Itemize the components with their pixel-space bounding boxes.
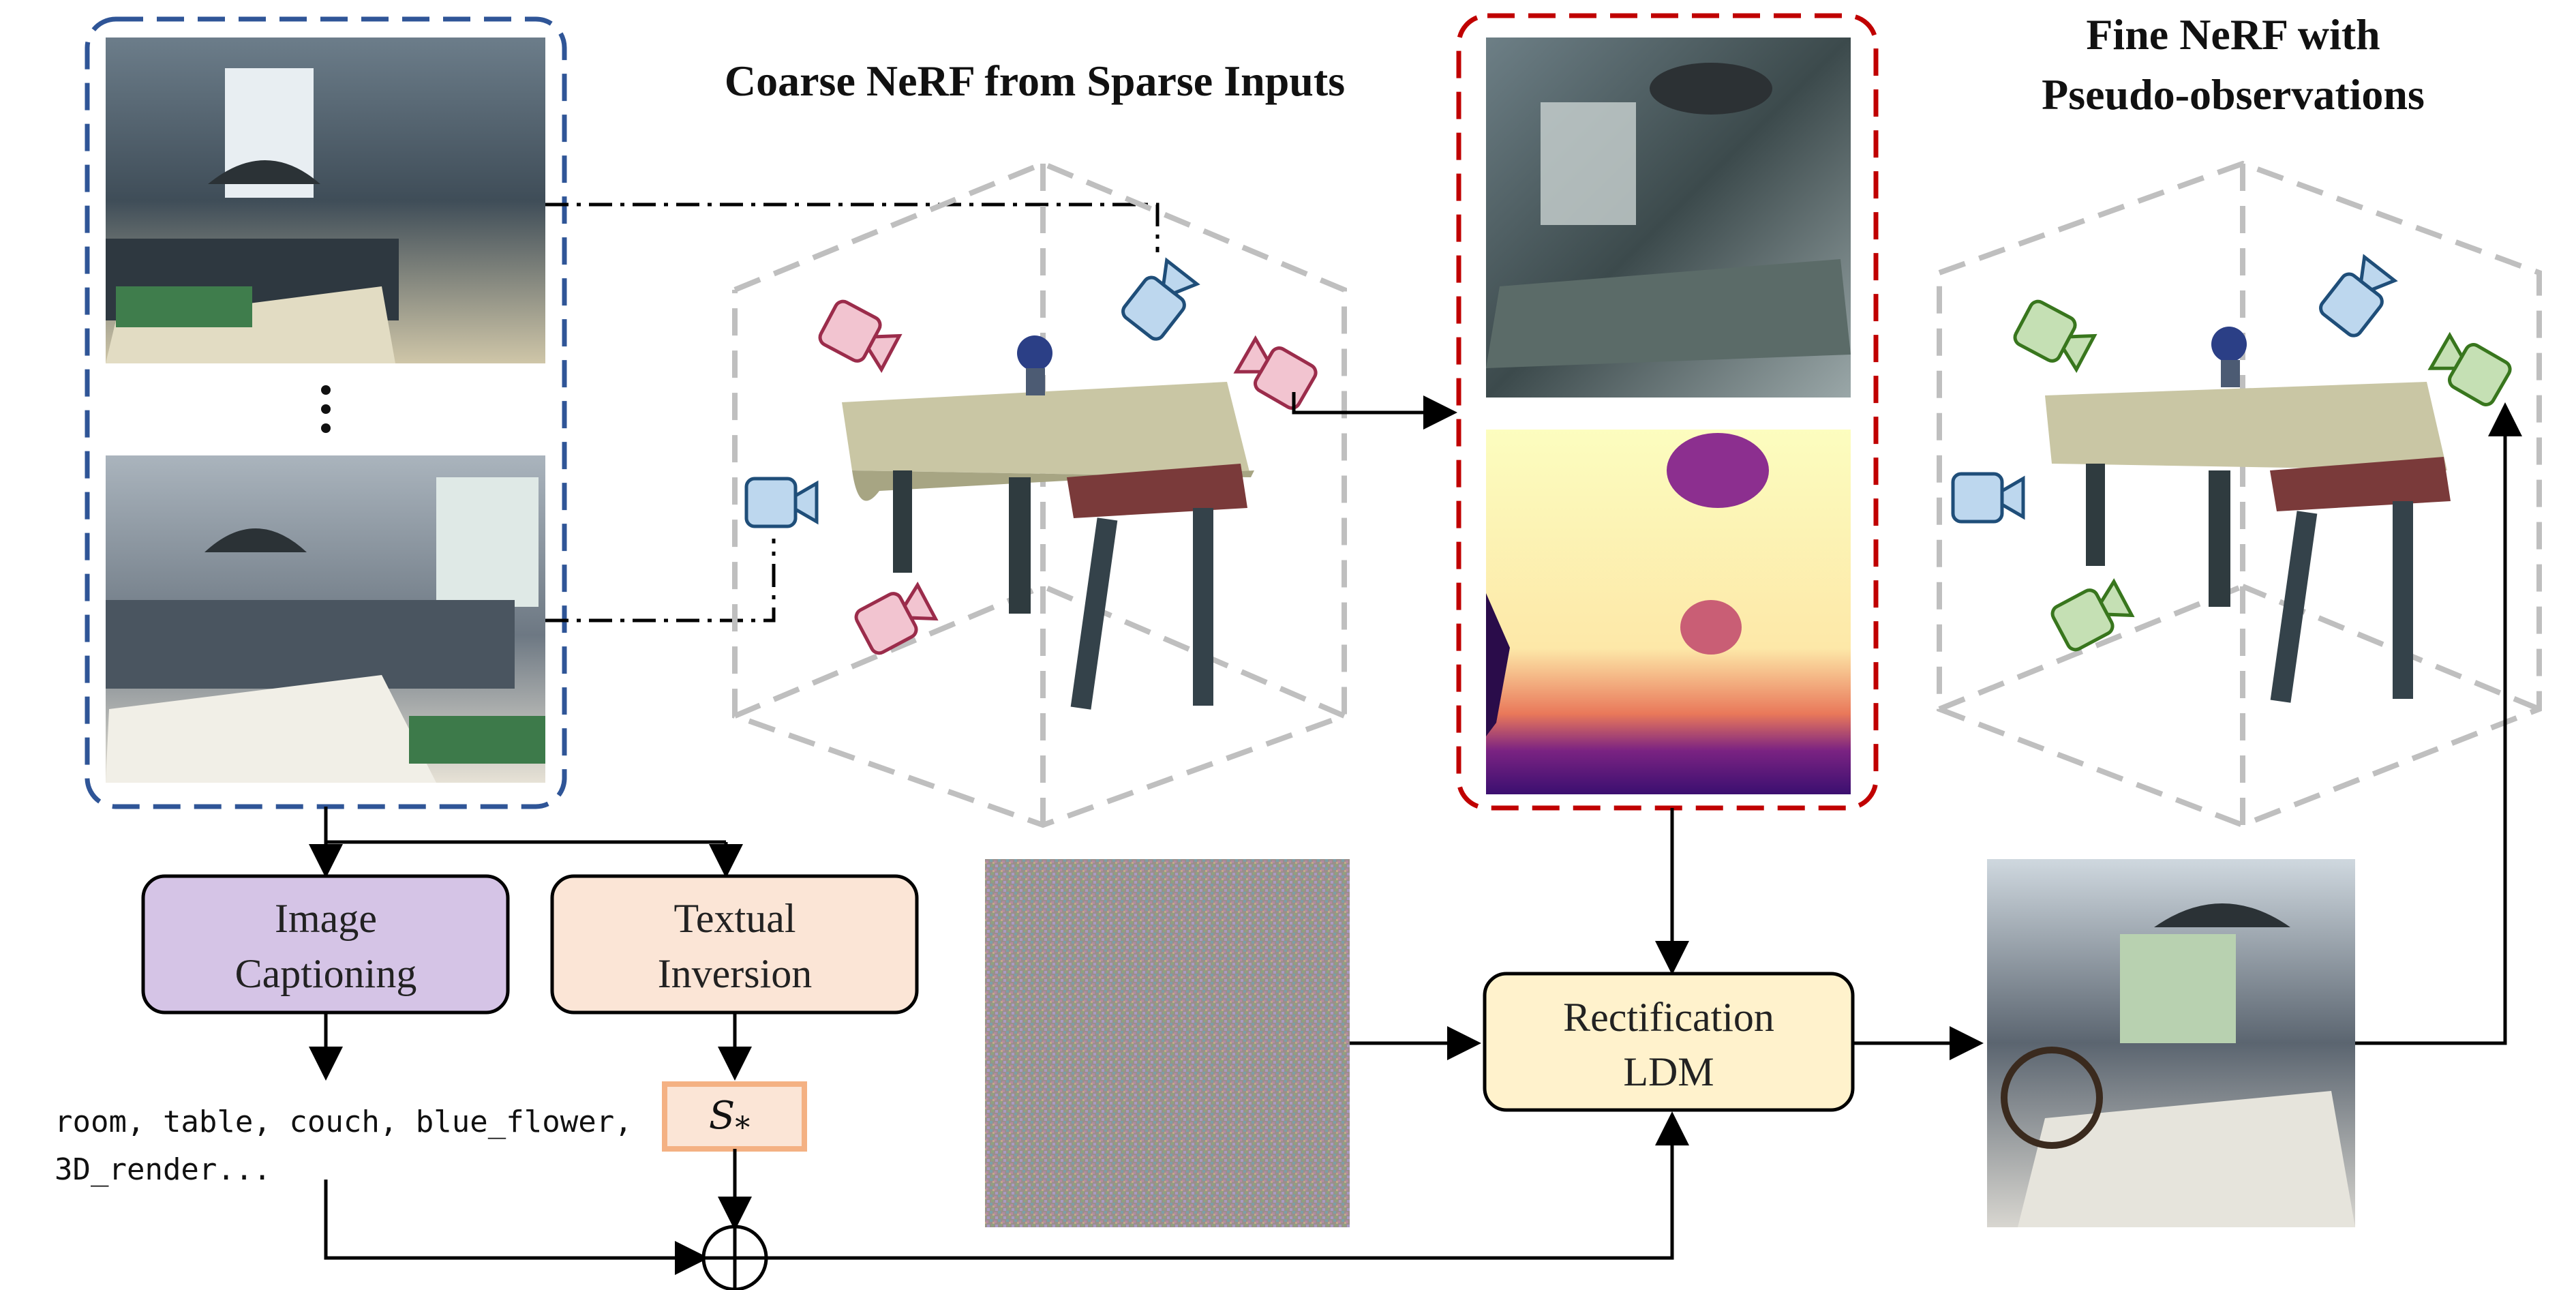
input-split-line bbox=[324, 807, 726, 844]
noise-image bbox=[985, 859, 1350, 1227]
textual-inversion-box: Textual Inversion bbox=[550, 874, 919, 1015]
camera-icon bbox=[2050, 578, 2135, 652]
output-to-fine-camera-arrow bbox=[2355, 402, 2522, 1045]
input-image-2 bbox=[106, 455, 545, 783]
fine-nerf-title-line1: Fine NeRF with bbox=[2086, 10, 2380, 59]
camera-icon bbox=[2427, 331, 2512, 406]
input-image-1 bbox=[106, 38, 545, 363]
camera-icon bbox=[1951, 472, 2025, 524]
camera-icon bbox=[1121, 257, 1200, 341]
camera-icon bbox=[744, 477, 819, 528]
input1-to-camera-line bbox=[545, 202, 1160, 252]
fine-nerf-scene bbox=[2045, 327, 2451, 703]
rectification-ldm-label-line2: LDM bbox=[1623, 1049, 1714, 1094]
caption-to-combine-line bbox=[324, 1180, 709, 1275]
camera-icon bbox=[2013, 299, 2097, 373]
coarse-nerf-cube bbox=[732, 160, 1347, 828]
coarse-nerf-scene bbox=[842, 335, 1254, 710]
camera-icon bbox=[818, 299, 903, 373]
coarse-depth-render bbox=[1486, 430, 1851, 794]
textual-inversion-label-line2: Inversion bbox=[658, 951, 813, 996]
image-captioning-label-line2: Captioning bbox=[235, 951, 417, 996]
coarse-render-frame bbox=[1456, 13, 1879, 811]
ellipsis-dots bbox=[321, 385, 331, 433]
input2-to-camera-line bbox=[545, 539, 776, 622]
concatenate-icon bbox=[701, 1225, 768, 1290]
caption-text-line2: 3D_render... bbox=[55, 1152, 271, 1187]
image-captioning-box: Image Captioning bbox=[141, 874, 510, 1015]
token-box: S* bbox=[662, 1081, 807, 1152]
textual-inversion-label-line1: Textual bbox=[673, 896, 795, 941]
fine-nerf-title-line2: Pseudo-observations bbox=[2042, 70, 2425, 119]
image-captioning-label-line1: Image bbox=[275, 896, 377, 941]
coarse-nerf-title: Coarse NeRF from Sparse Inputs bbox=[725, 57, 1345, 105]
camera-to-render-arrow bbox=[1292, 392, 1457, 430]
token-label: S* bbox=[709, 1094, 750, 1145]
camera-icon bbox=[1233, 335, 1318, 410]
caption-text-line1: room, table, couch, blue_flower, bbox=[55, 1105, 633, 1139]
combine-to-ldm-arrow bbox=[766, 1111, 1689, 1260]
rectified-output-image bbox=[1987, 859, 2355, 1227]
camera-icon bbox=[854, 582, 939, 655]
rectification-ldm-label-line1: Rectification bbox=[1563, 995, 1774, 1040]
coarse-rgb-render bbox=[1486, 38, 1851, 397]
camera-icon bbox=[2319, 254, 2398, 338]
rectification-ldm-box: Rectification LDM bbox=[1483, 972, 1855, 1112]
